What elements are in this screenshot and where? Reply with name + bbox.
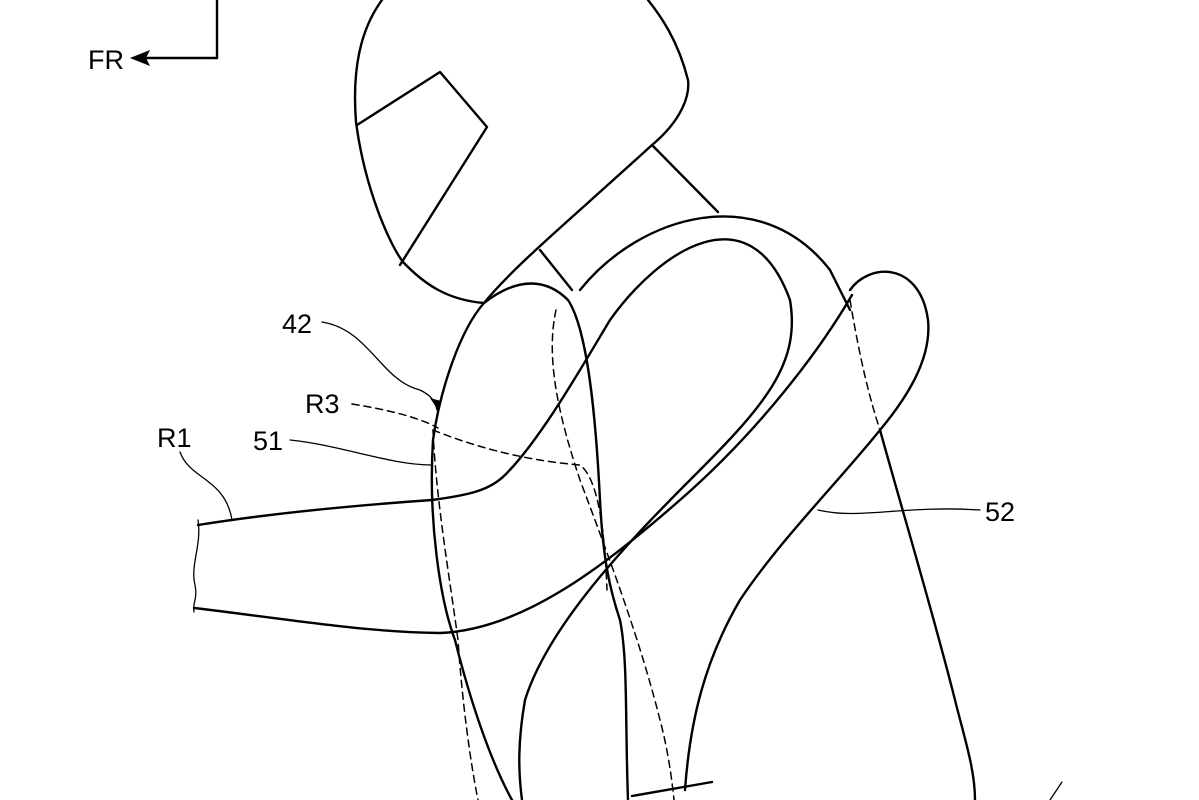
ref-label-52: 52 <box>985 497 1015 527</box>
forearm-r1 <box>192 293 854 635</box>
airbag-52-lower <box>878 428 977 800</box>
upper-arm-42-front <box>430 301 514 800</box>
forearm-top <box>196 498 434 527</box>
corner-tick <box>1049 781 1063 800</box>
hidden-line-airbag <box>849 299 881 431</box>
leader-r1 <box>179 451 233 521</box>
ref-r1: R1 <box>157 423 233 521</box>
airbag-52 <box>683 270 930 792</box>
leader-42-arrow-icon <box>430 398 441 410</box>
ref-r3: R3 <box>305 389 439 429</box>
ref-label-r3: R3 <box>305 389 340 419</box>
seat-base <box>630 780 714 798</box>
direction-indicator: FR <box>88 0 219 75</box>
occupant-neck <box>538 143 720 292</box>
ref-52: 52 <box>817 497 1015 527</box>
hidden-line-back <box>551 309 675 800</box>
hidden-line-front <box>432 429 479 800</box>
ref-label-42: 42 <box>282 309 312 339</box>
helmet-visor <box>355 70 489 267</box>
direction-label: FR <box>88 45 124 75</box>
direction-arrow-head-icon <box>130 50 150 66</box>
torso-loop-51 <box>430 238 794 800</box>
ref-51: 51 <box>253 426 433 466</box>
ref-label-r1: R1 <box>157 423 192 453</box>
ref-42: 42 <box>282 309 441 411</box>
leader-r3 <box>351 403 439 429</box>
leader-52 <box>817 508 981 515</box>
upper-arm-42 <box>482 282 630 800</box>
ref-label-51: 51 <box>253 426 283 456</box>
neck-back <box>538 248 574 292</box>
torso-outer-51 <box>578 215 852 312</box>
forearm-break-line <box>192 519 200 613</box>
occupant-head <box>353 0 690 305</box>
forearm-bottom <box>192 293 854 635</box>
hidden-line-r3 <box>432 429 608 591</box>
leader-51 <box>289 439 433 466</box>
neck-front <box>650 143 720 214</box>
